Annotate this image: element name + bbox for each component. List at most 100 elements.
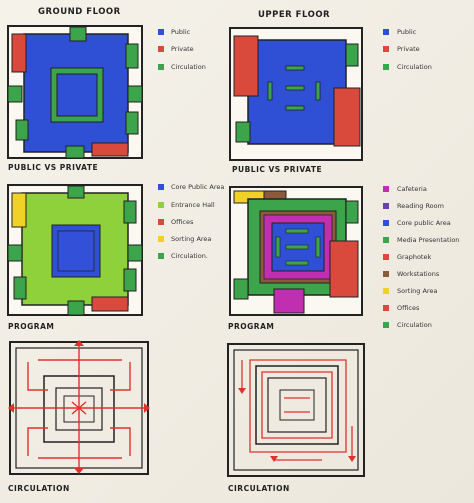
circulation-bar [285,85,305,91]
graphotek-zone [329,240,359,298]
core-zone [56,73,98,117]
legend-label: Entrance Hall [171,201,215,209]
arrow-icon [74,340,84,346]
central-cross-icon [71,401,87,415]
circulation-bar [285,228,309,234]
legend-label: Workstations [397,270,440,278]
arrow-icon [144,403,150,413]
circulation-block [345,200,359,224]
plan-outline [227,343,365,477]
legend-label: Sorting Area [171,235,212,243]
circulation-block [7,85,23,103]
caption-circulation-upper: CIRCULATION [228,484,290,493]
circulation-bar [275,236,281,258]
circulation-block [235,121,251,143]
circulation-block [123,268,137,292]
private-zone [233,35,259,97]
circulation-block [125,111,139,135]
legend-label: Media Presentation [397,236,460,244]
circulation-block [67,185,85,199]
circulation-block [15,119,29,141]
circulation-bar [315,236,321,258]
caption-program-upper: PROGRAM [228,322,275,331]
circulation-bar [267,81,273,101]
circulation-route [241,359,353,461]
circulation-block [233,278,249,300]
legend-label: Private [171,45,194,53]
ground-floor-title: GROUND FLOOR [38,7,121,17]
legend-swatch [158,46,164,52]
upper-program-plan [229,186,363,316]
legend-swatch [158,64,164,70]
circulation-block [67,300,85,316]
legend-swatch [383,237,389,243]
core-inner [57,230,95,272]
inner-wall [233,349,359,471]
circulation-block [123,200,137,224]
circulation-block [7,244,23,262]
legend-swatch [383,254,389,260]
legend-label: Circulation. [171,252,208,260]
cafeteria-zone [273,288,305,314]
circulation-block [13,276,27,300]
upper-circulation-plan [227,343,365,477]
legend-label: Public [171,28,191,36]
core-wall [255,365,339,445]
legend-label: Circulation [171,63,206,71]
legend-label: Public [397,28,417,36]
circulation-block [125,43,139,69]
legend-swatch [383,322,389,328]
sorting-area-zone [11,192,27,228]
upper-public-private-plan [229,27,363,161]
legend-label: Private [397,45,420,53]
legend-swatch [383,64,389,70]
ground-public-private-plan [7,25,143,159]
legend-swatch [158,184,164,190]
public-zone [247,39,347,145]
caption-public-private-upper: PUBLIC VS PRIVATE [232,165,323,174]
upper-floor-title: UPPER FLOOR [258,10,331,20]
circulation-bar [285,105,305,111]
circulation-block [65,145,85,159]
circulation-block [127,244,143,262]
arrow-icon [270,456,278,462]
circulation-block [127,85,143,103]
legend-swatch [158,219,164,225]
private-zone [11,33,27,73]
legend-label: Core Public Area [171,183,225,191]
legend-label: Graphotek [397,253,432,261]
circulation-block [345,43,359,67]
circulation-bar [285,244,309,250]
legend-label: Offices [397,304,420,312]
legend-swatch [383,29,389,35]
circulation-block [69,26,87,42]
offices-zone [91,296,129,312]
circulation-bar [315,81,321,101]
legend-swatch [383,186,389,192]
arrow-icon [348,456,356,462]
legend-swatch [383,203,389,209]
legend-label: Reading Room [397,202,444,210]
legend-swatch [158,202,164,208]
legend-swatch [383,288,389,294]
legend-swatch [383,46,389,52]
circulation-bar [285,260,309,266]
caption-program-ground: PROGRAM [8,322,55,331]
legend-label: Circulation [397,321,432,329]
private-zone [91,142,129,157]
legend-label: Offices [171,218,194,226]
caption-circulation-ground: CIRCULATION [8,484,70,493]
caption-public-private-ground: PUBLIC VS PRIVATE [8,163,99,172]
legend-swatch [158,253,164,259]
legend-label: Core public Area [397,219,451,227]
legend-label: Cafeteria [397,185,427,193]
circulation-route [14,346,144,468]
private-zone [333,87,361,147]
arrow-icon [238,388,246,394]
legend-swatch [383,305,389,311]
legend-label: Circulation [397,63,432,71]
arrow-icon [8,403,14,413]
core-center-wall [279,389,315,421]
legend-label: Sorting Area [397,287,438,295]
ground-program-plan [7,184,143,316]
